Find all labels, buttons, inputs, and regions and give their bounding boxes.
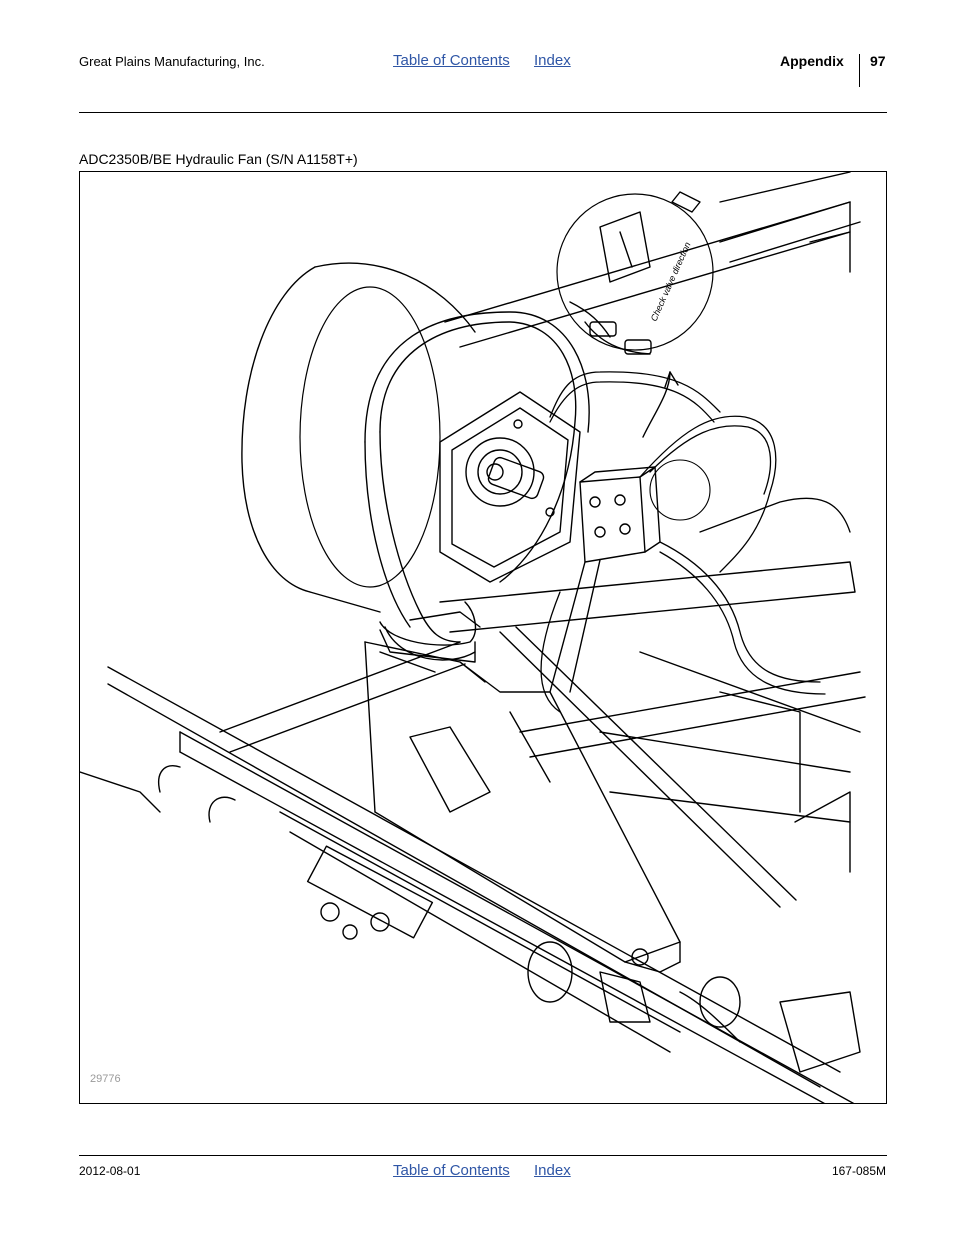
section-title: Appendix [780,53,844,69]
figure-number: 29776 [90,1073,121,1085]
page-number: 97 [870,53,886,69]
company-name: Great Plains Manufacturing, Inc. [79,54,265,69]
check-valve-callout: Check valve direction [649,241,693,323]
figure-frame: Check valve direction 29776 [79,171,887,1104]
motor-mount-plate [439,391,581,583]
check-valve-callout-text: Check valve direction [649,241,693,323]
frame-rails [219,172,866,908]
footer-rule [79,1155,887,1156]
check-valve-detail [556,191,714,521]
header-toc-link[interactable]: Table of Contents [393,52,510,69]
footer-date: 2012-08-01 [79,1164,141,1178]
hydraulic-fan-drawing [80,172,866,1103]
hydraulic-manifold [549,466,661,693]
fan-drum [241,262,476,613]
figure-caption: ADC2350B/BE Hydraulic Fan (S/N A1158T+) [79,151,358,167]
footer-toc-link[interactable]: Table of Contents [393,1162,510,1179]
header-divider [859,54,860,87]
document-number: 167-085M [831,1164,886,1178]
header-index-link[interactable]: Index [534,52,571,69]
footer-index-link[interactable]: Index [534,1162,571,1179]
air-duct [364,641,681,973]
hydraulic-hoses [540,371,851,713]
toolbar-beams [80,666,861,1103]
header-rule [79,112,887,113]
